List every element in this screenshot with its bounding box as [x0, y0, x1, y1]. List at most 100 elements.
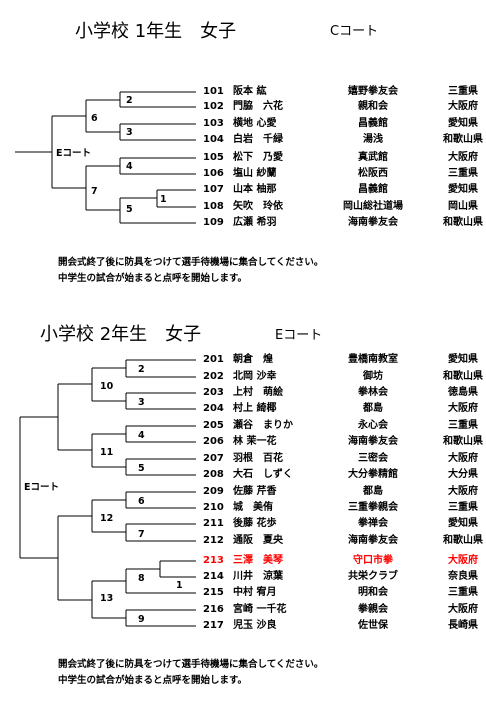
entry-club: 三重拳親会: [348, 502, 398, 513]
entry-club: 拳林会: [358, 387, 388, 398]
entry-name: 白岩 千緑: [233, 134, 283, 145]
entry-prefecture: 和歌山県: [443, 371, 483, 382]
entry-prefecture: 三重県: [448, 502, 478, 513]
entry-prefecture: 三重県: [448, 587, 478, 598]
entry-club: 永心会: [358, 420, 388, 431]
entry-name: 中村 宥月: [233, 587, 277, 598]
entry-number: 105: [203, 152, 224, 163]
section1-match-5: 5: [126, 204, 133, 215]
entry-club: 嬉野拳友会: [348, 86, 398, 97]
section2-match-4: 4: [138, 430, 145, 441]
entry-prefecture: 大阪府: [448, 453, 478, 464]
entry-number: 209: [203, 486, 224, 497]
entry-prefecture: 愛知県: [448, 354, 478, 365]
entry-club: 海南拳友会: [348, 535, 398, 546]
entry-number: 107: [203, 184, 224, 195]
entry-number: 104: [203, 134, 224, 145]
entry-prefecture: 愛知県: [448, 518, 478, 529]
section2-match-11: 11: [100, 447, 113, 458]
entry-number: 202: [203, 371, 224, 382]
entry-club: 守口市拳: [353, 555, 393, 566]
entry-club: 拳親会: [358, 604, 388, 615]
entry-club: 佐世保: [358, 620, 388, 631]
entry-prefecture: 大阪府: [448, 101, 478, 112]
section2-match-2: 2: [138, 364, 145, 375]
entry-number: 207: [203, 453, 224, 464]
entry-prefecture: 奈良県: [448, 571, 478, 582]
entry-name: 広瀬 希羽: [233, 217, 277, 228]
entry-club: 都島: [363, 403, 383, 414]
entry-number: 203: [203, 387, 224, 398]
entry-prefecture: 和歌山県: [443, 217, 483, 228]
section1-match-2: 2: [126, 95, 133, 106]
entry-number: 210: [203, 502, 224, 513]
entry-name: 佐藤 芹香: [233, 486, 277, 497]
entry-name: 村上 綺椰: [233, 403, 277, 414]
entry-club: 大分拳精館: [348, 469, 398, 480]
entry-name: 横地 心愛: [233, 118, 277, 129]
entry-number: 103: [203, 118, 224, 129]
section2-note-2: 中学生の試合が始まると点呼を開始します。: [58, 675, 248, 686]
section2-note-1: 開会式終了後に防具をつけて選手待機場に集合してください。: [58, 659, 324, 670]
entry-name: 川井 涼葉: [233, 571, 283, 582]
section1-match-7: 7: [91, 186, 98, 197]
section1-match-1: 1: [160, 194, 167, 205]
section2-match-12: 12: [100, 513, 113, 524]
entry-number: 206: [203, 436, 224, 447]
entry-prefecture: 愛知県: [448, 184, 478, 195]
entry-prefecture: 和歌山県: [443, 535, 483, 546]
entry-number: 102: [203, 101, 224, 112]
entry-name: 通阪 夏央: [233, 535, 283, 546]
entry-prefecture: 岡山県: [448, 201, 478, 212]
entry-club: 三密会: [358, 453, 388, 464]
section2-match-1: 1: [176, 580, 183, 591]
section1-court: Cコート: [330, 24, 379, 39]
entry-number: 214: [203, 571, 224, 582]
section2-match-3: 3: [138, 397, 145, 408]
section1-bracket-court: Eコート: [56, 148, 91, 159]
entry-number: 212: [203, 535, 224, 546]
entry-prefecture: 徳島県: [448, 387, 478, 398]
entry-name: 城 美侑: [233, 502, 273, 513]
section2-bracket-court: Eコート: [24, 482, 59, 493]
entry-prefecture: 大分県: [448, 469, 478, 480]
entry-club: 豊橋南教室: [348, 354, 398, 365]
entry-name: 児玉 沙良: [233, 620, 277, 631]
entry-number: 205: [203, 420, 224, 431]
entry-number: 101: [203, 86, 224, 97]
section2-match-8: 8: [138, 573, 145, 584]
entry-club: 昌義館: [358, 118, 388, 129]
entry-prefecture: 三重県: [448, 86, 478, 97]
entry-name: 矢吹 玲依: [233, 201, 283, 212]
section1-note-1: 開会式終了後に防具をつけて選手待機場に集合してください。: [58, 257, 324, 268]
entry-number: 211: [203, 518, 224, 529]
section1-note-2: 中学生の試合が始まると点呼を開始します。: [58, 273, 248, 284]
section2-title: 小学校 2年生 女子: [40, 324, 202, 345]
section2-match-6: 6: [138, 496, 145, 507]
entry-name: 林 茉一花: [233, 436, 277, 447]
entry-name: 後藤 花歩: [233, 518, 277, 529]
entry-name: 松下 乃愛: [233, 152, 283, 163]
section2-court: Eコート: [275, 328, 323, 343]
entry-club: 海南拳友会: [348, 217, 398, 228]
entry-club: 海南拳友会: [348, 436, 398, 447]
entry-prefecture: 和歌山県: [443, 436, 483, 447]
section2-match-7: 7: [138, 529, 145, 540]
entry-prefecture: 三重県: [448, 420, 478, 431]
section2-match-5: 5: [138, 463, 145, 474]
section1-title: 小学校 1年生 女子: [75, 21, 237, 42]
entry-club: 真武館: [358, 152, 388, 163]
entry-prefecture: 愛知県: [448, 118, 478, 129]
entry-club: 松阪西: [358, 168, 388, 179]
entry-number: 217: [203, 620, 224, 631]
section1-match-6: 6: [91, 113, 98, 124]
entry-prefecture: 大阪府: [448, 486, 478, 497]
entry-club: 拳禅会: [358, 518, 388, 529]
entry-number: 216: [203, 604, 224, 615]
entry-number: 201: [203, 354, 224, 365]
section2-match-10: 10: [100, 381, 114, 392]
entry-number: 108: [203, 201, 224, 212]
section2-match-13: 13: [100, 593, 113, 604]
entry-name: 朝倉 煌: [233, 354, 273, 365]
